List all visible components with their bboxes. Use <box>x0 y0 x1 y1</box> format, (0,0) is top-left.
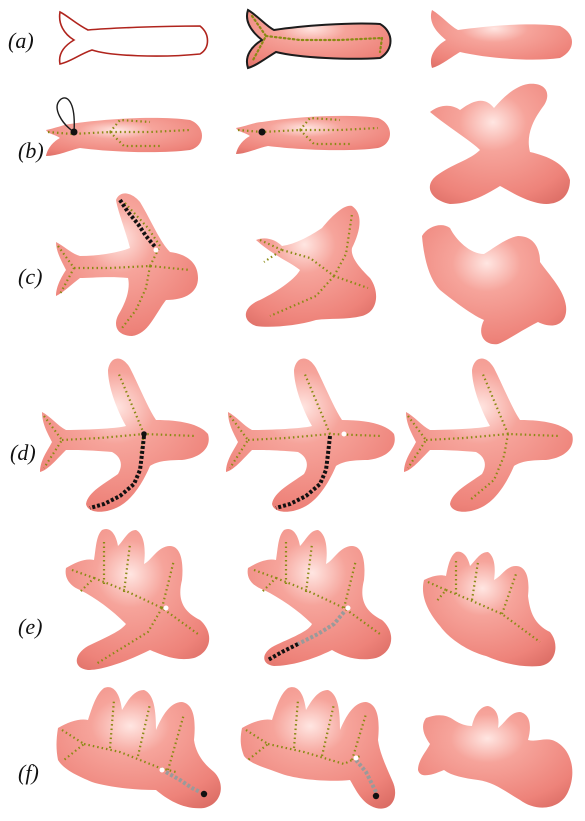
selected-node <box>259 129 266 136</box>
plane-e2-shape <box>248 529 392 666</box>
row-a <box>60 10 572 68</box>
row-label-b: (b) <box>18 138 44 163</box>
selected-node <box>71 129 78 136</box>
plane-c1-shape <box>56 193 198 336</box>
row-label-e: (e) <box>18 614 42 639</box>
junction-node <box>154 248 159 253</box>
plane-e3-shape <box>423 552 555 667</box>
selected-node <box>141 431 147 437</box>
row-c <box>56 193 566 344</box>
junction-node <box>342 432 347 437</box>
plane-f3-shape <box>418 706 572 808</box>
row-d <box>40 358 573 511</box>
row-label-a: (a) <box>8 28 34 53</box>
plane-c2-shape <box>246 206 376 327</box>
row-f <box>57 687 573 809</box>
plane-e1-shape <box>66 529 210 670</box>
row-label-d: (d) <box>10 440 36 465</box>
junction-node <box>354 756 359 761</box>
junction-node <box>160 768 165 773</box>
row-b <box>46 84 570 204</box>
junction-node <box>346 606 351 611</box>
selected-node <box>373 793 379 799</box>
junction-node <box>164 606 169 611</box>
plane-b2-body <box>236 116 390 154</box>
plane-b1-body <box>46 118 202 156</box>
row-label-f: (f) <box>18 760 39 785</box>
row-e <box>66 529 556 670</box>
plane-b3-shape <box>430 84 570 204</box>
row-label-c: (c) <box>18 264 42 289</box>
fish-sketch-outline <box>60 12 208 64</box>
fish-shape-final <box>431 10 572 68</box>
plane-c3-shape <box>422 225 566 344</box>
selected-node <box>201 791 207 797</box>
